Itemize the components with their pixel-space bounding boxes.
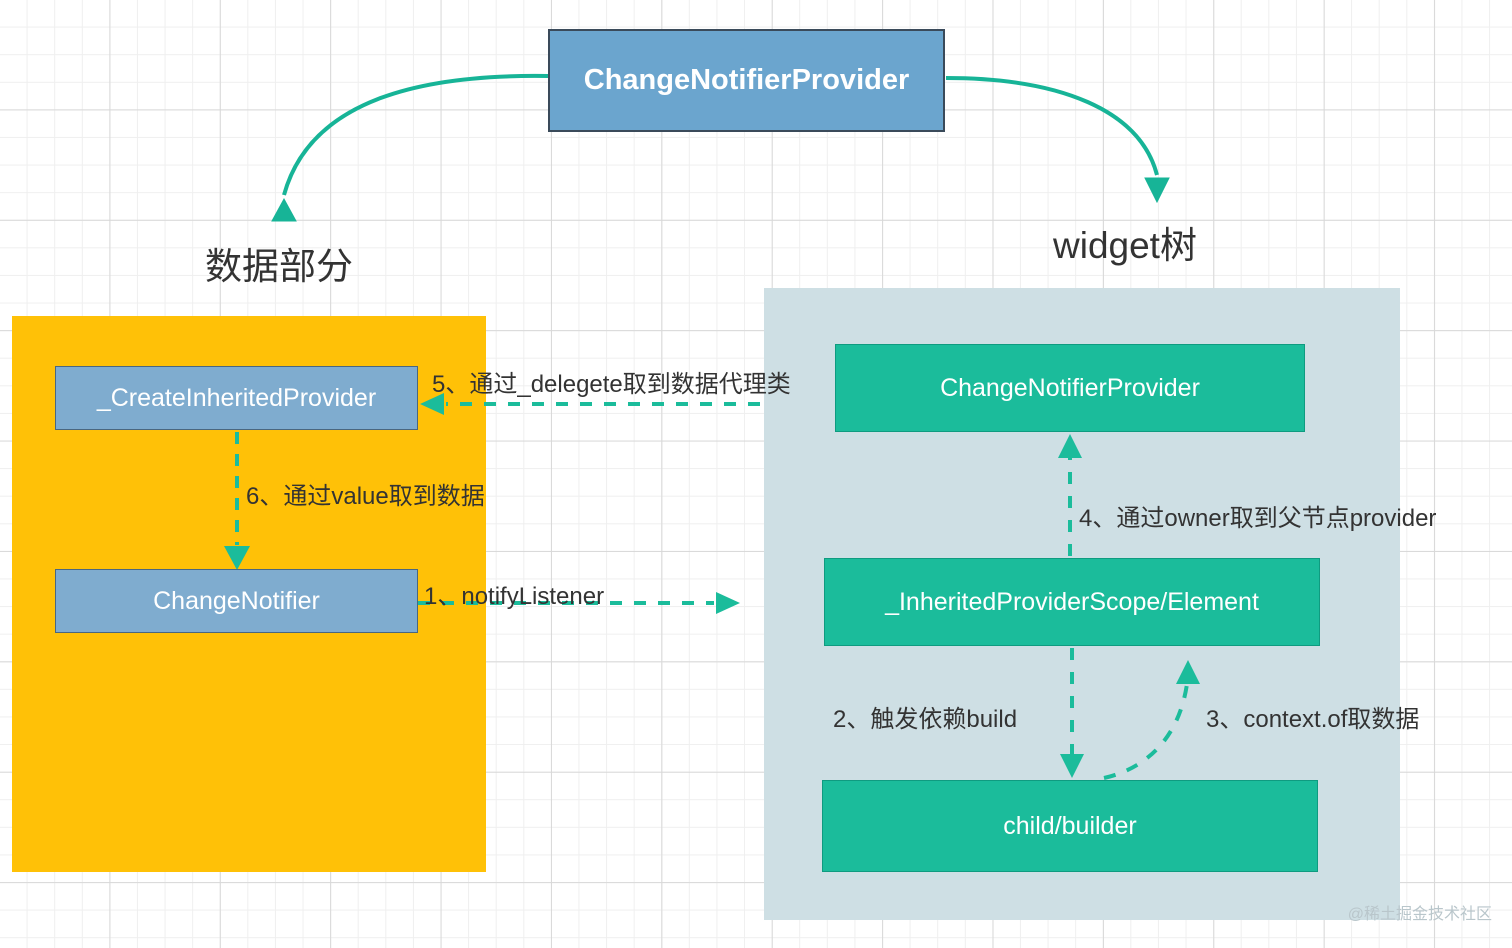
node-child-builder[interactable]: child/builder (822, 780, 1318, 872)
node-change-notifier[interactable]: ChangeNotifier (55, 569, 418, 633)
node-change-notifier-provider[interactable]: ChangeNotifierProvider (835, 344, 1305, 432)
node-inherited-provider-scope-element[interactable]: _InheritedProviderScope/Element (824, 558, 1320, 646)
title-box-change-notifier-provider[interactable]: ChangeNotifierProvider (548, 29, 945, 132)
watermark: @稀土掘金技术社区 (1347, 906, 1492, 923)
heading-widget-tree: widget树 (1053, 225, 1197, 266)
step-label-4-owner-parent-provider: 4、通过owner取到父节点provider (1079, 505, 1437, 532)
step-label-1-notify-listener: 1、notifyListener (424, 583, 605, 610)
node-create-inherited-provider[interactable]: _CreateInheritedProvider (55, 366, 418, 430)
step-label-6-value-get-data: 6、通过value取到数据 (246, 483, 485, 510)
step-label-2-trigger-dependent-build: 2、触发依赖build (833, 706, 1018, 733)
step-label-5-delegete-data-proxy: 5、通过_delegete取到数据代理类 (432, 371, 791, 398)
curved-arrow-to-data-section (271, 73, 549, 222)
step-label-3-context-of: 3、context.of取数据 (1206, 706, 1420, 733)
curved-arrow-to-widget-tree (945, 76, 1170, 204)
heading-data-section: 数据部分 (205, 246, 353, 287)
